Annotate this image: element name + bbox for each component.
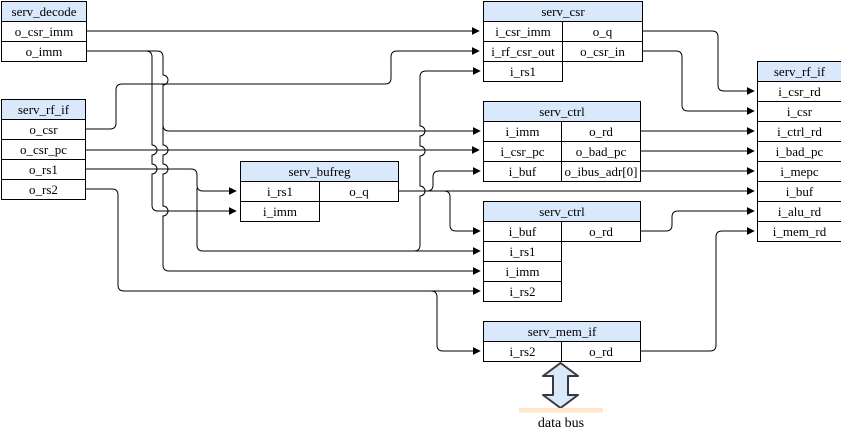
port-serv_rf_if_right-i_ctrl_rd: i_ctrl_rd (757, 121, 841, 142)
port-serv_csr-i_rf_csr_out: i_rf_csr_out (483, 41, 563, 62)
wire-serv_mem_if.o_rd-to-serv_rf_if_right.i_mem_rd (640, 227, 755, 352)
wire-serv_csr.o_q-to-serv_rf_if_right.i_csr_rd (642, 30, 755, 95)
port-serv_bufreg-i_rs1: i_rs1 (240, 181, 320, 202)
wire-serv_rf_if_left.o_rs2-to-serv_mem_if.i_rs2 (430, 290, 481, 355)
port-serv_rf_if_right-i_csr_rd: i_csr_rd (757, 81, 841, 102)
wire-serv_bufreg.o_q-to-serv_ctrl_2.i_buf (443, 190, 481, 235)
port-serv_rf_if_left-o_csr_pc: o_csr_pc (1, 139, 86, 160)
wire-serv_rf_if_left.o_rs1-to-serv_csr.i_rs1 (413, 67, 481, 252)
wire-serv_rf_if_left.o_rs1-to-serv_ctrl_2.i_rs1 (196, 188, 481, 255)
port-serv_ctrl_2-i_buf: i_buf (483, 221, 562, 242)
wire-serv_rf_if_left.o_csr-to-serv_csr.i_rf_csr_out (85, 47, 480, 130)
port-serv_csr-o_csr_in: o_csr_in (562, 41, 643, 62)
port-serv_csr-o_q: o_q (562, 21, 643, 42)
module-header-serv_decode: serv_decode (1, 1, 87, 22)
port-serv_csr-i_csr_imm: i_csr_imm (483, 21, 563, 42)
wire-serv_rf_if_left.o_rs2-to-serv_ctrl_2.i_rs2 (85, 188, 481, 295)
data-bus-double-arrow-icon (542, 362, 579, 409)
port-serv_bufreg-o_q: o_q (319, 181, 399, 202)
module-header-serv_rf_if_left: serv_rf_if (1, 99, 86, 120)
port-serv_ctrl_2-i_imm: i_imm (483, 261, 562, 282)
port-serv_rf_if_left-o_rs2: o_rs2 (1, 179, 86, 200)
wire-serv_decode.o_imm-to-serv_ctrl_2.i_imm (86, 50, 481, 275)
port-serv_bufreg-i_imm: i_imm (240, 201, 320, 222)
port-serv_ctrl_2-i_rs1: i_rs1 (483, 241, 562, 262)
wire-serv_ctrl_2.o_rd-to-serv_rf_if_right.i_alu_rd (640, 207, 755, 232)
port-serv_rf_if_left-o_csr: o_csr (1, 119, 86, 140)
port-serv_ctrl_1-o_bad_pc: o_bad_pc (561, 141, 641, 162)
wire-serv_decode.o_imm-to-serv_ctrl_1.i_imm (162, 124, 481, 135)
data-bus-label: data bus (537, 416, 585, 431)
port-serv_rf_if_left-o_rs1: o_rs1 (1, 159, 86, 180)
port-serv_ctrl_1-i_imm: i_imm (483, 121, 562, 142)
port-serv_decode-o_csr_imm: o_csr_imm (1, 21, 87, 42)
module-header-serv_rf_if_right: serv_rf_if (757, 61, 841, 82)
port-serv_ctrl_2-o_rd: o_rd (561, 221, 641, 242)
port-serv_ctrl_1-i_buf: i_buf (483, 161, 562, 182)
port-serv_ctrl_1-o_ibus_adr[0]: o_ibus_adr[0] (561, 161, 641, 182)
port-serv_csr-i_rs1: i_rs1 (483, 61, 563, 82)
port-serv_rf_if_right-i_csr: i_csr (757, 101, 841, 122)
port-serv_mem_if-o_rd: o_rd (561, 341, 641, 362)
wire-serv_bufreg.o_q-to-serv_ctrl_1.i_buf (426, 167, 481, 192)
port-serv_ctrl_2-i_rs2: i_rs2 (483, 281, 562, 302)
port-serv_rf_if_right-i_buf: i_buf (757, 181, 841, 202)
wire-serv_csr.o_csr_in-to-serv_rf_if_right.i_csr (642, 50, 755, 115)
module-header-serv_ctrl_1: serv_ctrl (483, 101, 641, 122)
port-serv_rf_if_right-i_mepc: i_mepc (757, 161, 841, 182)
data-bus-band (519, 408, 603, 413)
port-serv_ctrl_1-o_rd: o_rd (561, 121, 641, 142)
module-header-serv_csr: serv_csr (483, 1, 643, 22)
port-serv_ctrl_1-i_csr_pc: i_csr_pc (483, 141, 562, 162)
module-header-serv_bufreg: serv_bufreg (240, 161, 399, 182)
port-serv_rf_if_right-i_bad_pc: i_bad_pc (757, 141, 841, 162)
port-serv_rf_if_right-i_mem_rd: i_mem_rd (757, 221, 841, 242)
port-serv_mem_if-i_rs2: i_rs2 (483, 341, 562, 362)
port-serv_rf_if_right-i_alu_rd: i_alu_rd (757, 201, 841, 222)
wire-serv_rf_if_left.o_rs1-to-serv_bufreg.i_rs1 (85, 168, 237, 195)
module-header-serv_mem_if: serv_mem_if (483, 321, 641, 342)
port-serv_decode-o_imm: o_imm (1, 41, 87, 62)
module-header-serv_ctrl_2: serv_ctrl (483, 201, 641, 222)
wire-serv_decode.o_imm-to-serv_bufreg.i_imm (86, 50, 237, 215)
